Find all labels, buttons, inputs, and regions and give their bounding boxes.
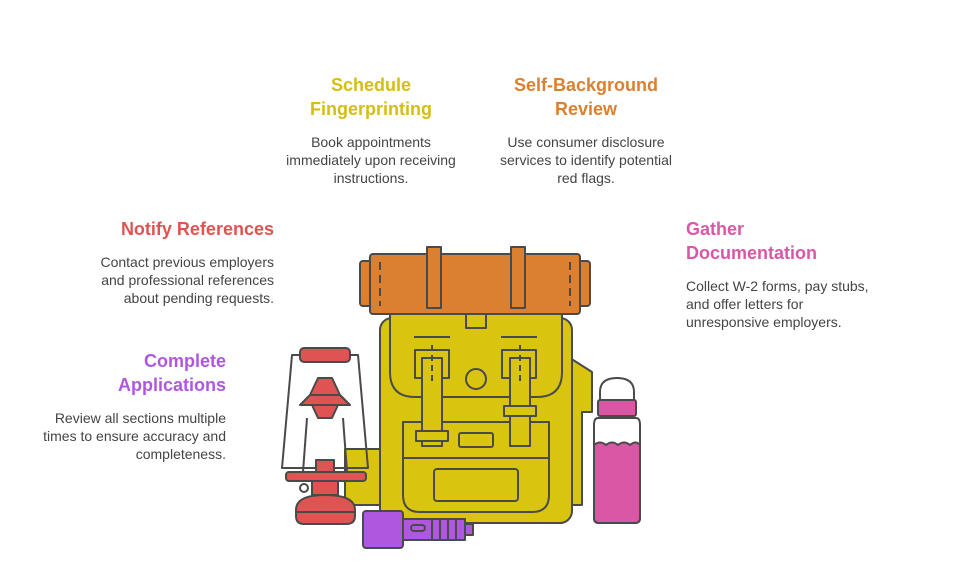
bedroll — [359, 246, 591, 315]
item-gather-documentation: Gather Documentation Collect W-2 forms, … — [686, 217, 876, 331]
side-pockets — [344, 357, 593, 506]
water-bottle-icon — [593, 377, 641, 524]
lantern-icon — [281, 347, 369, 525]
item-desc: Use consumer disclosure services to iden… — [500, 134, 672, 186]
item-self-background-review: Self-Background Review Use consumer disc… — [490, 73, 682, 187]
item-desc: Collect W-2 forms, pay stubs, and offer … — [686, 278, 869, 330]
item-desc: Review all sections multiple times to en… — [43, 410, 226, 462]
item-desc: Contact previous employers and professio… — [100, 254, 274, 306]
item-title: Complete Applications — [117, 351, 226, 395]
item-notify-references: Notify References Contact previous emplo… — [80, 217, 274, 307]
item-complete-applications: Complete Applications Review all section… — [30, 349, 226, 463]
item-title: Gather Documentation — [686, 219, 818, 263]
item-schedule-fingerprinting: Schedule Fingerprinting Book appointment… — [276, 73, 466, 187]
item-desc: Book appointments immediately upon recei… — [286, 134, 456, 186]
backpack-body — [379, 306, 573, 524]
flashlight-icon — [362, 510, 474, 549]
item-title: Schedule Fingerprinting — [310, 75, 432, 119]
item-title: Self-Background Review — [513, 75, 659, 119]
item-title: Notify References — [120, 219, 274, 239]
